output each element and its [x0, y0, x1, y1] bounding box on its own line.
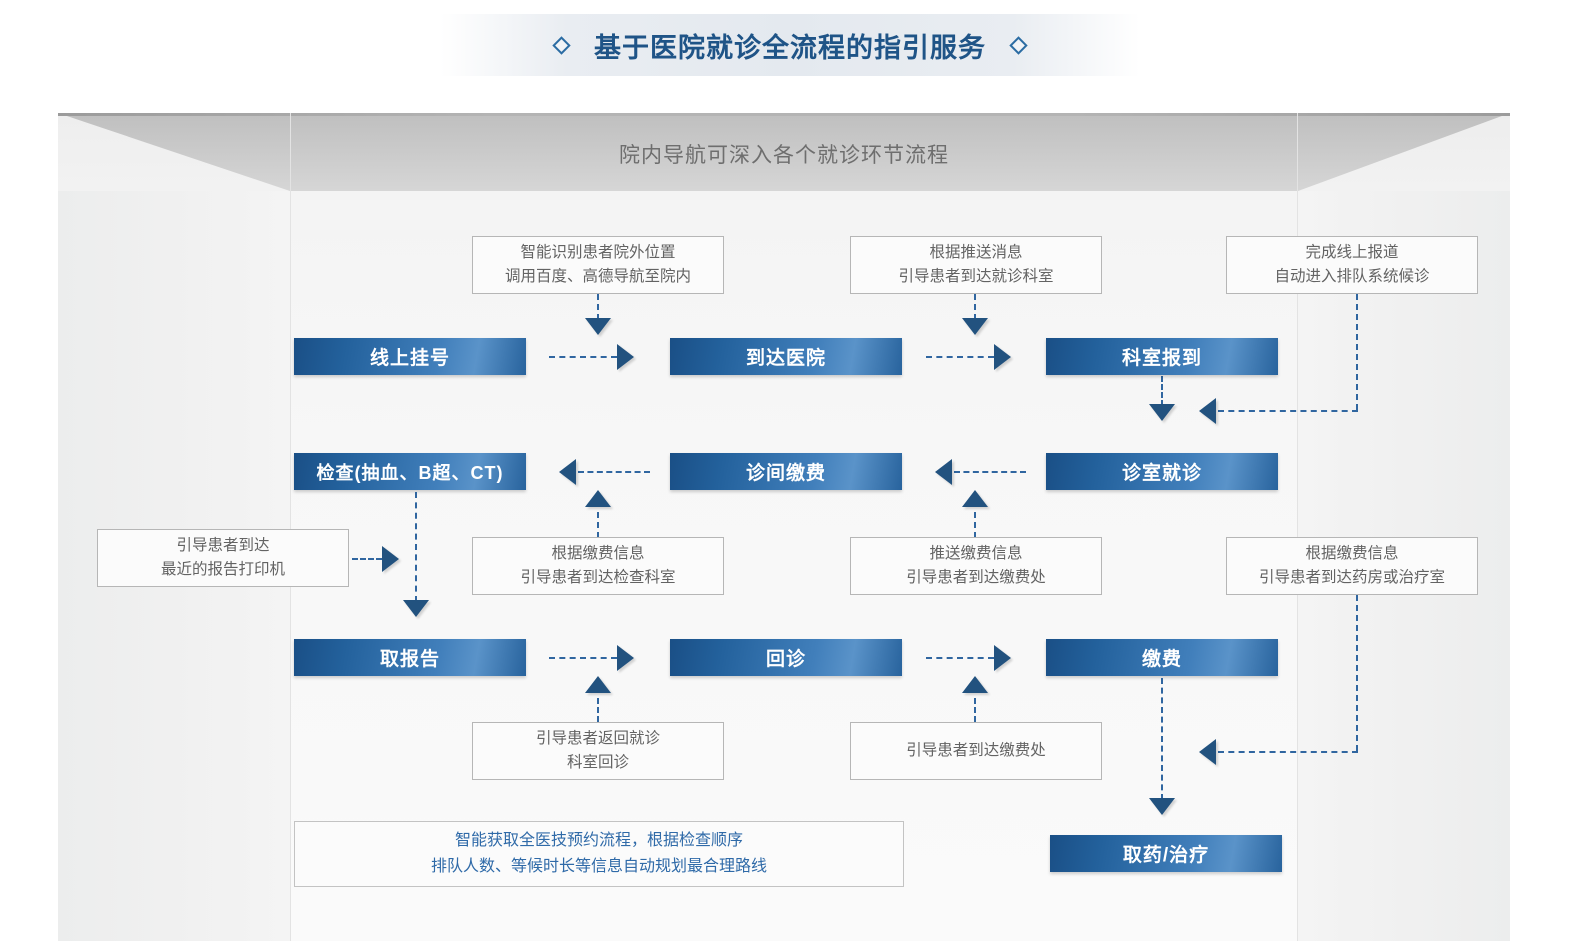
container-wall-left: [58, 113, 290, 941]
connector-note7-down: [1356, 595, 1358, 751]
connector-note1-down: [597, 294, 599, 320]
arrowhead-up-note9: [962, 676, 988, 693]
connector-row1-seg2: [926, 356, 994, 358]
note-line-2: 最近的报告打印机: [160, 561, 285, 578]
arrowhead-up-note6: [962, 490, 988, 507]
arrowhead-left-row2-seg1: [559, 459, 576, 485]
note-box-locate-patient: 智能识别患者院外位置 调用百度、高德导航至院内: [472, 236, 724, 294]
container-seam-right: [1297, 113, 1298, 941]
note-line-2: 自动进入排队系统候诊: [1274, 268, 1430, 285]
note-box-nearest-printer: 引导患者到达 最近的报告打印机: [97, 529, 349, 587]
arrowhead-up-note5: [585, 490, 611, 507]
process-box-label: 诊室就诊: [1121, 463, 1202, 484]
note-line-1: 智能获取全医技预约流程，根据检查顺序: [454, 832, 743, 850]
process-box-examination[interactable]: 检查(抽血、B超、CT): [294, 453, 526, 490]
note-line-1: 引导患者到达: [176, 536, 270, 554]
note-box-smart-route-planning: 智能获取全医技预约流程，根据检查顺序 排队人数、等候时长等信息自动规划最合理路线: [294, 821, 904, 887]
note-line-1: 引导患者返回就诊: [535, 729, 660, 747]
diamond-icon-left: [552, 35, 571, 55]
note-line-2: 引导患者到达就诊科室: [898, 268, 1054, 285]
arrowhead-right-note4: [382, 546, 399, 572]
arrowhead-down-exam-to-report: [403, 600, 429, 617]
note-line-2: 引导患者到达药房或治疗室: [1258, 569, 1445, 586]
process-box-label: 线上挂号: [369, 348, 450, 369]
diamond-icon-right: [1009, 35, 1028, 55]
connector-note6-up: [974, 512, 976, 538]
note-box-return-to-department: 引导患者返回就诊 科室回诊: [472, 722, 724, 780]
connector-note8-up: [597, 698, 599, 722]
process-box-label: 检查(抽血、B超、CT): [316, 462, 504, 483]
arrowhead-down-note1: [585, 318, 611, 335]
process-box-department-checkin[interactable]: 科室报到: [1046, 338, 1278, 375]
process-box-payment[interactable]: 缴费: [1046, 639, 1278, 676]
note-line-1: 根据推送消息: [929, 243, 1023, 261]
container-top-edge: [58, 113, 1510, 116]
connector-row2-seg1: [578, 471, 650, 473]
arrowhead-down-payment-to-pickup: [1149, 798, 1175, 815]
process-box-arrive-hospital[interactable]: 到达医院: [670, 338, 902, 375]
note-line-2: 调用百度、高德导航至院内: [504, 268, 691, 285]
connector-note9-up: [974, 698, 976, 722]
connector-exam-to-report: [415, 492, 417, 602]
process-box-label: 取药/治疗: [1122, 845, 1210, 866]
arrowhead-up-note8: [585, 676, 611, 693]
page-title: 基于医院就诊全流程的指引服务: [594, 32, 986, 63]
note-line-1: 推送缴费信息: [929, 544, 1023, 562]
connector-note3-down: [1356, 294, 1358, 410]
arrowhead-right-row1-seg1: [617, 344, 634, 370]
note-line-1: 根据缴费信息: [551, 544, 645, 562]
note-line-2: 引导患者到达缴费处: [906, 569, 1046, 586]
process-box-label: 缴费: [1141, 649, 1182, 670]
process-box-label: 取报告: [379, 649, 440, 670]
connector-payment-to-pickup: [1161, 678, 1163, 800]
process-box-label: 到达医院: [745, 348, 826, 369]
container-ceiling: [58, 113, 1510, 191]
connector-checkin-to-consult: [1161, 376, 1163, 406]
arrowhead-right-row3-seg2: [994, 645, 1011, 671]
note-line-1: 完成线上报道: [1305, 243, 1399, 261]
note-box-push-payment-info: 推送缴费信息 引导患者到达缴费处: [850, 537, 1102, 595]
process-box-in-consult-payment[interactable]: 诊间缴费: [670, 453, 902, 490]
connector-row3-seg2: [926, 657, 994, 659]
note-line-1: 智能识别患者院外位置: [520, 243, 676, 261]
process-box-return-visit[interactable]: 回诊: [670, 639, 902, 676]
note-box-pharmacy-or-treatment: 根据缴费信息 引导患者到达药房或治疗室: [1226, 537, 1478, 595]
process-box-label: 回诊: [765, 649, 806, 670]
process-box-consultation[interactable]: 诊室就诊: [1046, 453, 1278, 490]
arrowhead-right-row3-seg1: [617, 645, 634, 671]
connector-note4-right: [352, 558, 382, 560]
arrowhead-left-row2-seg2: [935, 459, 952, 485]
arrowhead-left-note7: [1199, 739, 1216, 765]
process-box-collect-report[interactable]: 取报告: [294, 639, 526, 676]
connector-row2-seg2: [954, 471, 1026, 473]
connector-note7-left: [1218, 751, 1358, 753]
note-line-2: 科室回诊: [566, 754, 629, 771]
note-box-push-message: 根据推送消息 引导患者到达就诊科室: [850, 236, 1102, 294]
note-line-1: 引导患者到达缴费处: [906, 741, 1046, 759]
connector-row1-seg1: [549, 356, 617, 358]
note-box-guide-to-cashier: 引导患者到达缴费处: [850, 722, 1102, 780]
note-line-2: 排队人数、等候时长等信息自动规划最合理路线: [430, 858, 767, 875]
process-box-online-registration[interactable]: 线上挂号: [294, 338, 526, 375]
container-caption: 院内导航可深入各个就诊环节流程: [619, 144, 949, 167]
arrowhead-left-note3: [1199, 398, 1216, 424]
process-box-pickup-medicine-treatment[interactable]: 取药/治疗: [1050, 835, 1282, 872]
page-title-banner: 基于医院就诊全流程的指引服务: [440, 14, 1140, 76]
connector-note5-up: [597, 512, 599, 538]
arrowhead-down-note2: [962, 318, 988, 335]
note-box-payment-to-exam: 根据缴费信息 引导患者到达检查科室: [472, 537, 724, 595]
connector-note3-left: [1218, 410, 1358, 412]
arrowhead-right-row1-seg2: [994, 344, 1011, 370]
connector-note2-down: [974, 294, 976, 320]
note-line-1: 根据缴费信息: [1305, 544, 1399, 562]
arrowhead-down-checkin-to-consult: [1149, 404, 1175, 421]
container-seam-left: [290, 113, 291, 941]
note-box-online-checkin: 完成线上报道 自动进入排队系统候诊: [1226, 236, 1478, 294]
process-box-label: 科室报到: [1121, 348, 1202, 369]
process-box-label: 诊间缴费: [745, 463, 826, 484]
note-line-2: 引导患者到达检查科室: [520, 569, 676, 586]
connector-row3-seg1: [549, 657, 617, 659]
